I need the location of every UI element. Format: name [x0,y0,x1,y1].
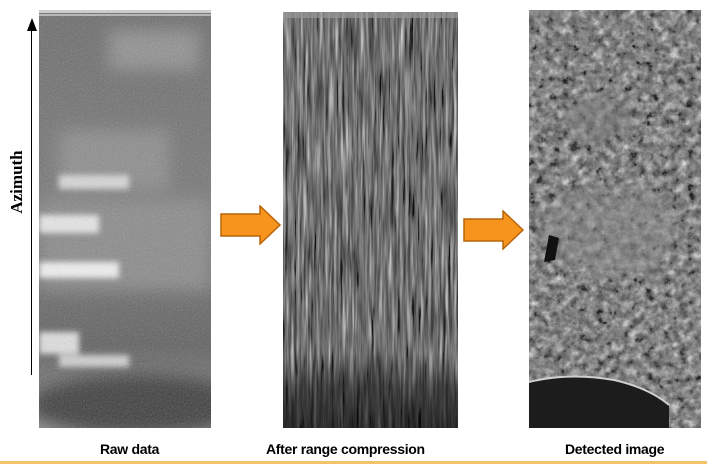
azimuth-axis-line [31,30,32,375]
range-compressed-image [283,12,458,428]
bottom-rule [0,461,707,464]
azimuth-axis-label: Azimuth [7,150,26,214]
detected-image [529,10,701,428]
right-arrow-icon [220,205,282,245]
up-arrow-icon [27,18,37,31]
range-compression-caption: After range compression [266,441,425,457]
detected-image-caption: Detected image [565,441,665,457]
raw-data-image [39,10,211,428]
right-arrow-icon [463,210,525,250]
raw-data-caption: Raw data [100,441,160,457]
